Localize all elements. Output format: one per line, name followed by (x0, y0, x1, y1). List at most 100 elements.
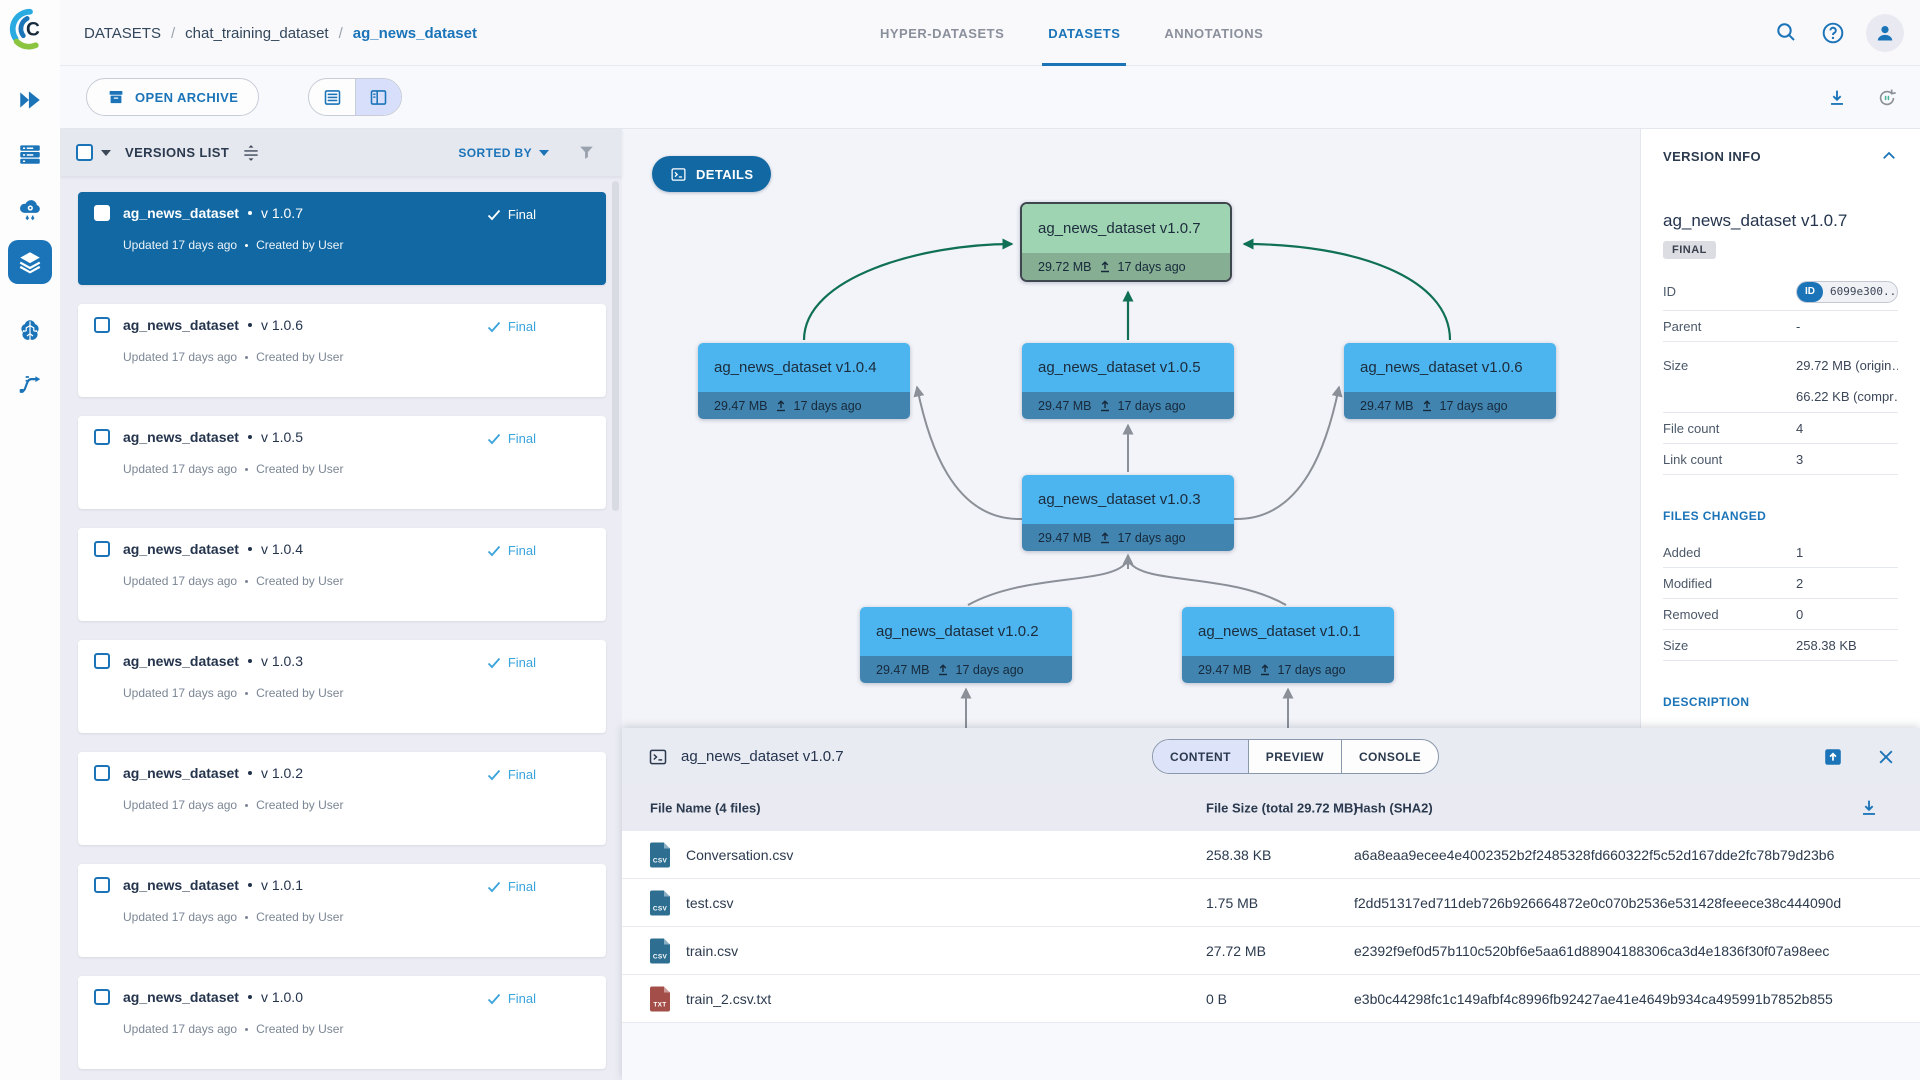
file-row-train-csv[interactable]: CSV train.csv 27.72 MB e2392f9ef0d57b110… (622, 927, 1920, 975)
column-file-size: File Size (total 29.72 MB) (1206, 800, 1358, 816)
id-chip[interactable]: ID 6099e300... (1796, 280, 1898, 303)
version-number: v 1.0.0 (260, 989, 303, 1005)
version-checkbox[interactable] (94, 765, 110, 781)
datasets-layers-icon (17, 249, 43, 275)
breadcrumb-datasets[interactable]: DATASETS (84, 24, 161, 42)
csv-file-icon: CSV (650, 938, 670, 963)
select-all-checkbox[interactable] (76, 144, 93, 161)
version-checkbox[interactable] (94, 541, 110, 557)
header-tabs: HYPER-DATASETS DATASETS ANNOTATIONS (880, 0, 1263, 66)
version-graph-edges (802, 238, 1452, 728)
version-updated: Updated 17 days ago (123, 574, 238, 588)
breadcrumb-separator: / (170, 24, 176, 42)
help-icon[interactable] (1820, 20, 1846, 46)
version-card-v1-0-0[interactable]: ag_news_dataset v 1.0.0 Final Updated 17… (78, 976, 606, 1069)
version-checkbox[interactable] (94, 989, 110, 1005)
final-status-badge: Final (487, 543, 536, 558)
version-checkbox[interactable] (94, 205, 110, 221)
version-updated: Updated 17 days ago (123, 910, 238, 924)
sidebar-item-workers-queues[interactable] (8, 132, 52, 176)
version-checkbox[interactable] (94, 653, 110, 669)
hyper-datasets-cloud-icon (17, 195, 43, 221)
node-label: ag_news_dataset v1.0.6 (1344, 343, 1556, 392)
version-number: v 1.0.6 (260, 317, 303, 333)
download-files-icon[interactable] (1858, 797, 1880, 819)
breadcrumb-current-dataset: ag_news_dataset (352, 24, 477, 42)
open-archive-label: OPEN ARCHIVE (135, 89, 239, 105)
version-checkbox[interactable] (94, 429, 110, 445)
sidebar-item-expand[interactable] (8, 78, 52, 122)
version-checkbox[interactable] (94, 877, 110, 893)
table-view-icon (322, 87, 343, 108)
tab-datasets[interactable]: DATASETS (1042, 0, 1127, 66)
file-row-test-csv[interactable]: CSV test.csv 1.75 MB f2dd51317ed711deb72… (622, 879, 1920, 927)
open-archive-button[interactable]: OPEN ARCHIVE (86, 78, 260, 116)
version-card-v1-0-6[interactable]: ag_news_dataset v 1.0.6 Final Updated 17… (78, 304, 606, 397)
sorted-by-button[interactable]: SORTED BY (458, 146, 549, 160)
upload-icon (1100, 399, 1109, 411)
file-name: test.csv (686, 894, 734, 911)
tab-hyper-datasets[interactable]: HYPER-DATASETS (880, 25, 1005, 41)
auto-refresh-icon[interactable] (1876, 87, 1898, 109)
version-checkbox[interactable] (94, 317, 110, 333)
version-card-v1-0-5[interactable]: ag_news_dataset v 1.0.5 Final Updated 17… (78, 416, 606, 509)
content-panel-actions (1822, 728, 1896, 785)
sidebar-item-models[interactable] (8, 308, 52, 352)
split-view-icon (368, 87, 389, 108)
maximize-panel-icon[interactable] (1822, 746, 1844, 768)
node-label: ag_news_dataset v1.0.7 (1022, 204, 1230, 253)
header-actions (1774, 0, 1904, 66)
user-avatar[interactable] (1866, 14, 1904, 52)
sidebar-item-hyper-datasets[interactable] (8, 186, 52, 230)
file-row-conversation-csv[interactable]: CSV Conversation.csv 258.38 KB a6a8eaa9e… (622, 831, 1920, 879)
versions-list-scrollbar[interactable] (612, 181, 619, 511)
toolbar-actions (1826, 66, 1898, 129)
upload-icon (938, 663, 947, 675)
tab-annotations[interactable]: ANNOTATIONS (1164, 25, 1264, 41)
clearml-logo[interactable]: C (7, 6, 53, 52)
workers-queues-icon (17, 141, 43, 167)
version-card-v1-0-4[interactable]: ag_news_dataset v 1.0.4 Final Updated 17… (78, 528, 606, 621)
search-icon[interactable] (1774, 20, 1800, 46)
chevron-up-icon[interactable] (1880, 147, 1898, 165)
file-size: 27.72 MB (1206, 942, 1266, 959)
sidebar-item-datasets[interactable] (8, 240, 52, 284)
split-view-button[interactable] (355, 79, 401, 115)
tab-console[interactable]: CONSOLE (1340, 740, 1438, 773)
tab-content[interactable]: CONTENT (1153, 740, 1248, 773)
version-card-v1-0-7[interactable]: ag_news_dataset v 1.0.7 Final Updated 17… (78, 192, 606, 285)
models-brain-icon (17, 317, 43, 343)
files-changed-title: FILES CHANGED (1663, 509, 1767, 523)
final-status-badge: Final (487, 655, 536, 670)
collapse-rows-icon[interactable] (241, 143, 261, 163)
final-status-badge: Final (487, 879, 536, 894)
file-row-train2-txt[interactable]: TXT train_2.csv.txt 0 B e3b0c44298fc1c14… (622, 975, 1920, 1023)
download-icon[interactable] (1826, 87, 1848, 109)
table-view-button[interactable] (309, 79, 355, 115)
close-panel-icon[interactable] (1876, 747, 1896, 767)
check-icon (487, 769, 500, 780)
version-card-v1-0-2[interactable]: ag_news_dataset v 1.0.2 Final Updated 17… (78, 752, 606, 845)
version-created-by: Created by User (256, 1022, 344, 1036)
sidebar-item-pipelines[interactable] (8, 362, 52, 406)
breadcrumb-project[interactable]: chat_training_dataset (185, 24, 329, 42)
version-updated: Updated 17 days ago (123, 350, 238, 364)
info-row-removed: Removed 0 (1663, 599, 1898, 630)
app-rail: C (0, 0, 60, 1080)
info-row-file-count: File count 4 (1663, 413, 1898, 444)
select-dropdown-caret[interactable] (101, 149, 111, 156)
tab-preview[interactable]: PREVIEW (1247, 740, 1341, 773)
details-button[interactable]: DETAILS (652, 156, 772, 192)
version-card-v1-0-1[interactable]: ag_news_dataset v 1.0.1 Final Updated 17… (78, 864, 606, 957)
version-card-v1-0-3[interactable]: ag_news_dataset v 1.0.3 Final Updated 17… (78, 640, 606, 733)
csv-file-icon: CSV (650, 842, 670, 867)
filter-icon[interactable] (577, 143, 596, 162)
